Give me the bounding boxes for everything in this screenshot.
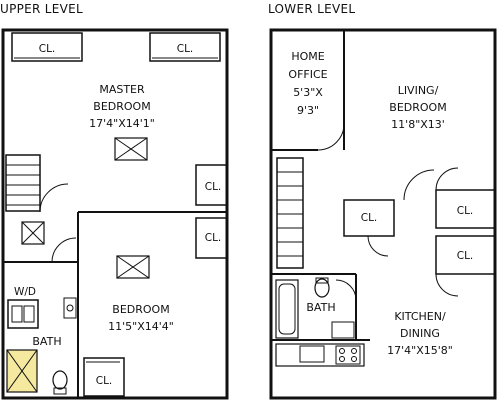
bedroom-name: BEDROOM — [112, 303, 169, 316]
upper-bath-label: BATH — [32, 335, 61, 348]
kitchen-dining-name-1: KITCHEN/ — [394, 310, 446, 323]
home-office-dims-1: 5'3"X — [293, 86, 323, 99]
lower-bath-label: BATH — [306, 301, 335, 314]
lower-level-heading: LOWER LEVEL — [268, 2, 355, 16]
upper-closet-bottom-label: CL. — [96, 375, 113, 387]
master-bedroom-name-1: MASTER — [99, 83, 145, 96]
home-office-name-2: OFFICE — [288, 68, 327, 81]
upper-side-closet-1-label: CL. — [205, 181, 222, 193]
lower-level-plan — [269, 28, 497, 400]
bedroom-dims: 11'5"X14'4" — [108, 320, 174, 333]
upper-closet-a-walls — [11, 32, 83, 62]
upper-closet-b-label: CL. — [177, 43, 194, 55]
lower-closet-right-2-label: CL. — [457, 250, 474, 262]
kitchen-dining-dims: 17'4"X15'8" — [387, 344, 453, 357]
master-bedroom-dims: 17'4"X14'1" — [89, 117, 155, 130]
living-bedroom-dims: 11'8"X13' — [391, 118, 445, 131]
lower-closet-right-1-label: CL. — [457, 205, 474, 217]
laundry-label: W/D — [14, 286, 36, 298]
lower-closet-center-label: CL. — [361, 212, 378, 224]
kitchen-dining-name-2: DINING — [400, 327, 440, 340]
upper-level-heading: UPPER LEVEL — [0, 2, 83, 16]
living-bedroom-name-1: LIVING/ — [398, 84, 439, 97]
upper-level-plan — [1, 28, 229, 400]
home-office-dims-2: 9'3" — [297, 104, 319, 117]
upper-closet-a-label: CL. — [39, 43, 56, 55]
upper-outer-walls — [1, 28, 229, 400]
living-bedroom-name-2: BEDROOM — [389, 101, 446, 114]
upper-side-closet-2-label: CL. — [205, 232, 222, 244]
master-bedroom-name-2: BEDROOM — [93, 100, 150, 113]
upper-closet-b-walls — [149, 32, 221, 62]
home-office-name-1: HOME — [291, 50, 324, 63]
